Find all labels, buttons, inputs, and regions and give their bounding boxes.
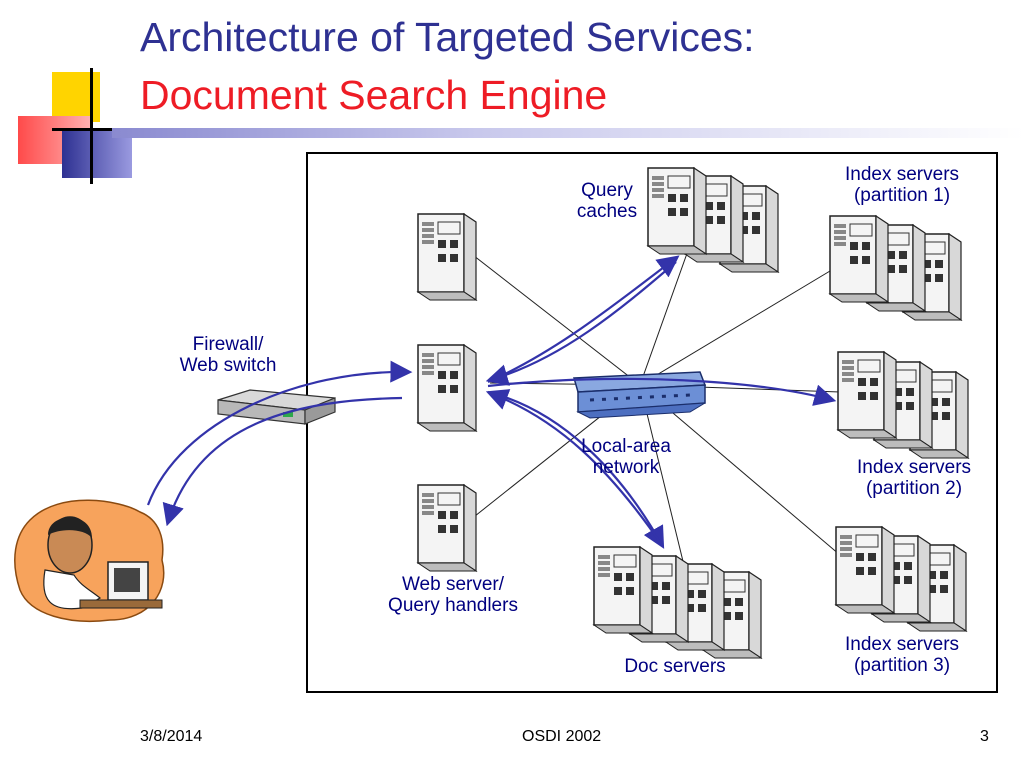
request-flow-arrows — [146, 255, 837, 549]
footer-center: OSDI 2002 — [522, 728, 602, 745]
firewall-label-line1: Firewall/ — [192, 334, 264, 355]
user-at-computer-icon — [14, 499, 165, 622]
footer-page-number: 3 — [980, 728, 989, 745]
index-partition-1-line1: Index servers — [844, 164, 960, 185]
index-partition-2-line2: (partition 2) — [865, 478, 963, 499]
doc-servers-label: Doc servers — [610, 656, 740, 677]
index-servers-partition-2 — [837, 351, 969, 459]
index-servers-partition-1 — [829, 215, 962, 321]
index-servers-partition-3 — [835, 526, 967, 632]
web-server-label-line1: Web server/ — [401, 574, 505, 595]
doc-servers — [593, 546, 762, 659]
slide-title-line2: Document Search Engine — [140, 72, 608, 118]
network-links — [459, 244, 841, 591]
query-cache-servers — [647, 167, 779, 273]
firewall-label-line2: Web switch — [179, 355, 277, 376]
web-server-label: Web server/ Query handlers — [370, 574, 536, 616]
query-caches-line2: caches — [576, 201, 638, 222]
network-hub-icon — [573, 371, 707, 419]
index-partition-2-line1: Index servers — [856, 457, 972, 478]
web-server-label-line2: Query handlers — [388, 595, 518, 616]
lan-label-line1: Local-area — [581, 436, 671, 457]
slide-title-line1: Architecture of Targeted Services: — [140, 14, 755, 60]
index-partition-3-line2: (partition 3) — [853, 655, 951, 676]
title-rule — [112, 128, 1024, 138]
web-servers — [417, 213, 477, 572]
index-partition-2-label: Index servers (partition 2) — [840, 457, 988, 499]
doc-servers-line: Doc servers — [624, 656, 726, 677]
index-partition-1-line2: (partition 1) — [853, 185, 951, 206]
lan-label-line2: network — [592, 457, 660, 478]
footer-date: 3/8/2014 — [140, 728, 203, 745]
query-caches-label: Query caches — [562, 180, 652, 222]
corner-decoration — [0, 0, 140, 190]
index-partition-1-label: Index servers (partition 1) — [828, 164, 976, 206]
index-partition-3-label: Index servers (partition 3) — [828, 634, 976, 676]
query-caches-line1: Query — [581, 180, 633, 201]
firewall-label: Firewall/ Web switch — [170, 334, 286, 376]
index-partition-3-line1: Index servers — [844, 634, 960, 655]
lan-label: Local-area network — [566, 436, 686, 478]
